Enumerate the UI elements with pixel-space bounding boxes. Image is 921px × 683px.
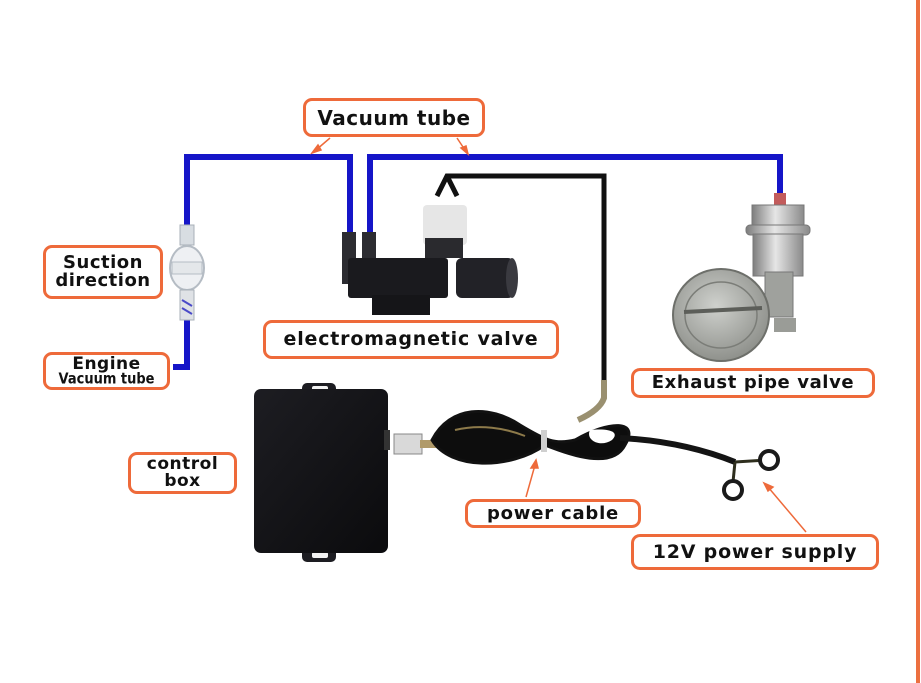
label-engine-line1: Engine — [72, 354, 141, 374]
vacuum-tube-pointers — [309, 137, 470, 157]
label-control-line2: box — [164, 471, 201, 491]
ring-terminal — [758, 449, 780, 471]
control-box — [254, 383, 390, 562]
label-electromagnetic-valve-text: electromagnetic valve — [283, 328, 539, 350]
power-cable — [393, 410, 769, 483]
label-control-box: control box — [128, 452, 237, 494]
vacuum-tube-right-segment — [367, 154, 783, 245]
label-exhaust-pipe-valve: Exhaust pipe valve — [631, 368, 875, 398]
label-suction-line1: Suction — [63, 252, 143, 273]
ring-terminal — [722, 479, 744, 501]
label-power-cable: power cable — [465, 499, 641, 528]
valve-signal-wire — [434, 173, 607, 423]
label-control-line1: control — [146, 454, 219, 474]
label-engine-line2: Vacuum tube — [58, 370, 155, 389]
label-exhaust-pipe-valve-text: Exhaust pipe valve — [651, 372, 855, 393]
label-12v-power-supply: 12V power supply — [631, 534, 879, 570]
label-suction-direction: Suction direction — [43, 245, 163, 299]
label-vacuum-tube-text: Vacuum tube — [317, 105, 471, 130]
label-12v-power-supply-text: 12V power supply — [652, 540, 858, 563]
label-suction-line2: direction — [55, 270, 151, 291]
label-electromagnetic-valve: electromagnetic valve — [263, 320, 559, 359]
exhaust-pipe-valve — [672, 193, 811, 362]
vacuum-tube — [173, 154, 783, 370]
vacuum-tube-left-segment — [184, 154, 353, 245]
power-cable-pointer — [525, 458, 539, 498]
suction-check-valve — [169, 224, 205, 321]
vacuum-tube-engine-segment — [173, 318, 190, 370]
frame-border — [916, 0, 920, 683]
label-engine-vacuum-tube: Engine Vacuum tube — [43, 352, 170, 390]
electromagnetic-valve — [342, 205, 518, 315]
label-power-cable-text: power cable — [486, 502, 620, 524]
power-supply-pointer — [762, 481, 807, 533]
ring-terminals — [722, 449, 780, 501]
label-vacuum-tube: Vacuum tube — [303, 98, 485, 137]
